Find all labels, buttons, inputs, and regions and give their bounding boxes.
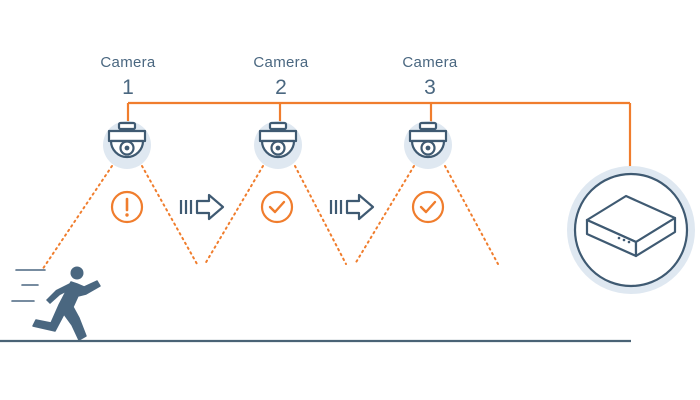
dome-camera-icon bbox=[402, 119, 454, 171]
camera-3-number: 3 bbox=[424, 76, 436, 99]
arrow-right-icon bbox=[179, 193, 225, 221]
camera-1-label: Camera bbox=[100, 54, 156, 71]
network-cabling bbox=[126, 101, 632, 170]
exclamation-circle-icon bbox=[110, 190, 144, 224]
running-person-icon bbox=[11, 266, 101, 341]
arrow-right-icon bbox=[329, 193, 375, 221]
camera-1-number: 1 bbox=[122, 76, 134, 99]
camera-fields-of-view bbox=[41, 165, 499, 271]
camera-2-label: Camera bbox=[253, 54, 309, 71]
camera-2-number: 2 bbox=[275, 76, 287, 99]
camera-3-label: Camera bbox=[402, 54, 458, 71]
checkmark-circle-icon bbox=[411, 190, 445, 224]
dome-camera-icon bbox=[101, 119, 153, 171]
checkmark-circle-icon bbox=[260, 190, 294, 224]
network-video-recorder-icon bbox=[567, 166, 695, 294]
dome-camera-icon bbox=[252, 119, 304, 171]
